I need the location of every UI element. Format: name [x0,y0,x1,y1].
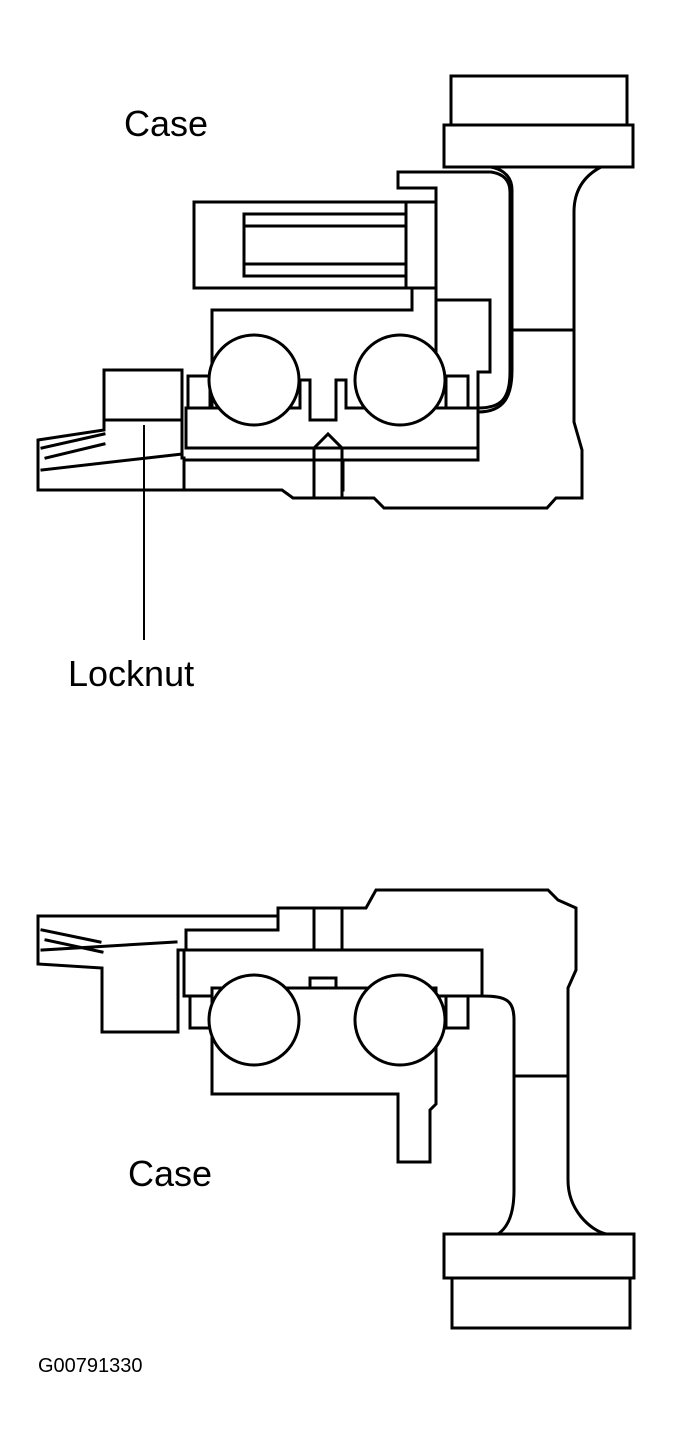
top-flange [442,74,635,169]
locknut-label: Locknut [68,653,195,694]
top-assembly [36,74,635,640]
top-bracket [396,170,512,410]
top-collar [192,200,438,290]
top-case-label: Case [124,103,209,144]
bottom-assembly [36,888,636,1330]
bottom-housing [184,888,607,1236]
top-housing [182,165,602,510]
bottom-flange [442,1232,636,1330]
figure-code: G00791330 [38,1355,143,1377]
bottom-ball-right [353,973,447,1067]
top-ball-left [207,333,301,427]
bottom-ball-left [207,973,301,1067]
top-ball-right [353,333,447,427]
bottom-shaft-end [36,914,280,1034]
bottom-case-label: Case [128,1153,213,1194]
top-shaft-end [36,418,186,492]
